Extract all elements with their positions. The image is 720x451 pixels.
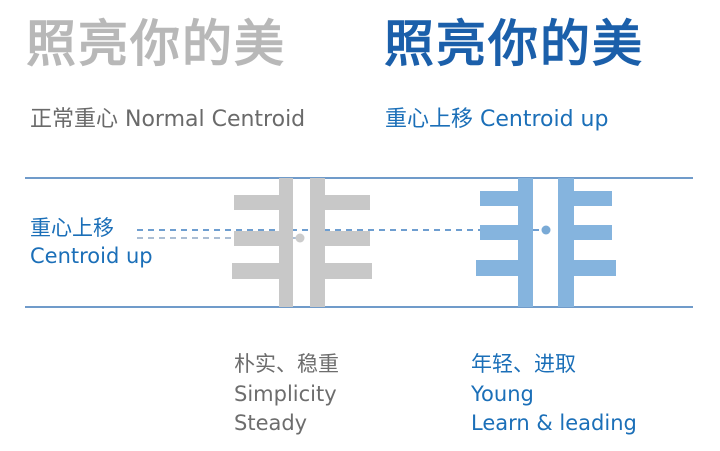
caption-left-cn: 朴实、稳重 [234,352,339,376]
side-label-en: Centroid up [30,244,153,268]
title-blue: 照亮你的美 [384,15,644,73]
caption-left-simplicity: Simplicity [234,382,337,406]
centroid-dot-gray [295,233,305,243]
subtitle-centroid-up: 重心上移 Centroid up [385,107,609,132]
title-gray: 照亮你的美 [26,15,286,73]
side-label-cn: 重心上移 [30,216,114,240]
subtitle-normal-centroid: 正常重心 Normal Centroid [30,107,306,132]
caption-right-cn: 年轻、进取 [471,352,576,376]
caption-right-leading: Learn & leading [471,411,637,435]
glyph-fei-blue [476,178,616,307]
caption-left-steady: Steady [234,411,308,435]
glyph-fei-gray [232,178,372,307]
centroid-dot-blue [541,225,551,235]
caption-right-young: Young [471,382,534,406]
